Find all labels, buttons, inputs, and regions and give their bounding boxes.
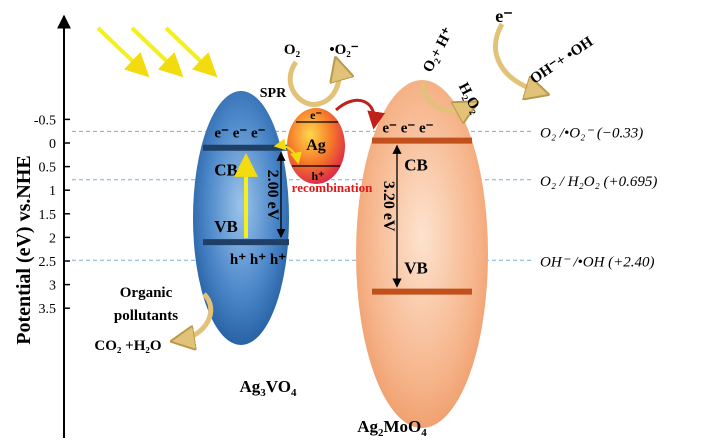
ag2moo4-gap-label: 3.20 eV xyxy=(380,181,397,232)
ag3vo4-holes: h⁺ h⁺ h⁺ xyxy=(230,252,286,268)
organic-label: Organic xyxy=(120,285,173,301)
ag-label: Ag xyxy=(306,137,326,154)
ag-sphere xyxy=(287,108,345,184)
pollutants-label: pollutants xyxy=(114,308,178,324)
axis-tick-label: 3.5 xyxy=(39,302,57,317)
axis-tick-label: 2 xyxy=(49,231,56,246)
axis-tick-label: 3 xyxy=(49,279,56,294)
o2-hplus-label: O₂+ H⁺ xyxy=(420,25,457,75)
ag3vo4-ellipse xyxy=(193,91,289,345)
axis-tick-label: 0.5 xyxy=(39,161,57,176)
light-rays xyxy=(96,26,218,78)
ag2moo4-cb-label: CB xyxy=(404,156,428,175)
axis-tick-label: 0 xyxy=(49,137,56,152)
hydroxyl-arrow xyxy=(493,22,540,92)
spr-label: SPR xyxy=(260,86,287,101)
potential-label: O₂ /•O₂⁻ (−0.33) xyxy=(540,125,643,141)
superoxide-label: •O₂⁻ xyxy=(329,42,358,58)
light-ray-3 xyxy=(164,26,218,78)
electron-transfer-arrow xyxy=(334,98,386,130)
ag2moo4-ellipse xyxy=(356,80,488,428)
ag3vo4-name: Ag3VO4 xyxy=(240,377,297,399)
superoxide-arrow xyxy=(287,62,339,107)
potential-label: O₂ / H₂O₂ (+0.695) xyxy=(540,174,657,190)
axis-tick-label: 1.5 xyxy=(39,208,57,223)
o2-label: O₂ xyxy=(284,42,301,58)
ag3vo4-semiconductor: e⁻ e⁻ e⁻ h⁺ h⁺ h⁺ CB VB 2.00 eV Ag3VO4 xyxy=(193,91,297,399)
axis-tick-label: -0.5 xyxy=(34,113,56,128)
ag3vo4-cb-label: CB xyxy=(214,161,238,180)
axis-title: Potential (eV) vs.NHE xyxy=(13,155,35,344)
axis-tick-label: 1 xyxy=(49,184,56,199)
reaction-arrows xyxy=(180,22,540,340)
recombination-arrow xyxy=(273,138,302,165)
potential-axis: -0.5 0 0.5 1 1.5 2 2.5 3 3.5 Potential (eV) vs.N… xyxy=(13,14,71,438)
degradation-arrow xyxy=(180,292,214,340)
ag2moo4-name: Ag2MoO4 xyxy=(357,417,427,439)
potential-label: OH⁻ /•OH (+2.40) xyxy=(540,254,655,270)
ag-nanoparticle: e⁻ Ag h⁺ SPR recombination xyxy=(260,86,386,195)
ag3vo4-vb-label: VB xyxy=(214,217,238,236)
ag3vo4-electrons: e⁻ e⁻ e⁻ xyxy=(214,126,265,142)
light-ray-2 xyxy=(130,26,184,78)
light-ray-1 xyxy=(96,26,150,78)
oh-products-label: OH⁻+ •OH xyxy=(527,34,596,88)
h2o2-arrow xyxy=(421,81,470,110)
ag2moo4-semiconductor: e⁻ e⁻ e⁻ CB VB 3.20 eV Ag2MoO4 xyxy=(356,80,488,439)
products-label: CO₂ +H₂O xyxy=(94,338,161,354)
ag2moo4-vb-label: VB xyxy=(404,259,428,278)
ag3vo4-gap-label: 2.00 eV xyxy=(264,170,281,221)
hydroxyl-electron-label: e⁻ xyxy=(495,6,513,26)
axis-tick-label: 2.5 xyxy=(39,255,57,270)
ag-electron: e⁻ xyxy=(310,108,322,122)
ag-hole: h⁺ xyxy=(311,169,324,183)
recombination-label: recombination xyxy=(292,180,373,195)
ag2moo4-electrons: e⁻ e⁻ e⁻ xyxy=(382,121,433,137)
axis-ticks: -0.5 0 0.5 1 1.5 2 2.5 3 3.5 xyxy=(34,113,70,317)
